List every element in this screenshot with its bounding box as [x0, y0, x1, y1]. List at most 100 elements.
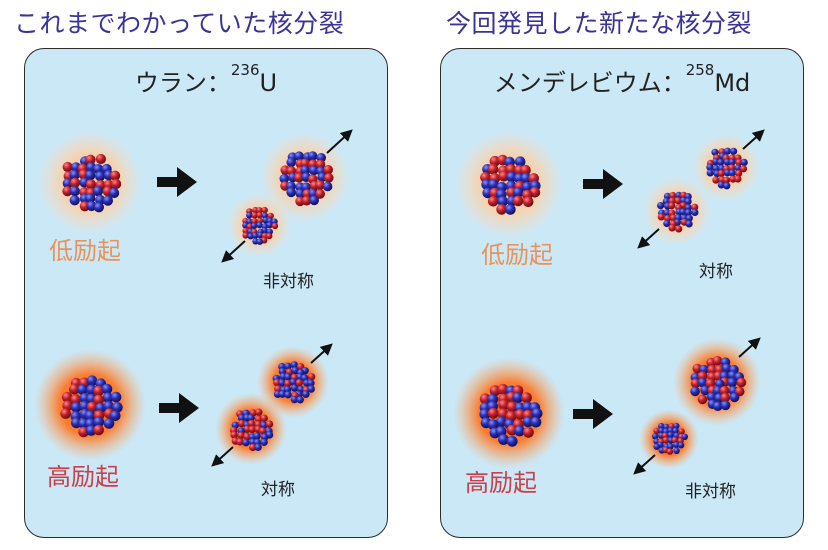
parent-nucleus-low	[62, 153, 122, 213]
nucleon	[254, 415, 263, 423]
nucleon	[668, 224, 676, 232]
element-symbol: Md	[714, 69, 751, 97]
nucleon	[713, 401, 723, 412]
nucleon	[77, 384, 88, 395]
nucleon	[672, 427, 679, 434]
nucleon	[284, 373, 292, 381]
nucleon	[62, 178, 73, 189]
nucleon	[315, 180, 325, 190]
nucleon	[230, 431, 238, 439]
fragment-1	[706, 147, 748, 190]
nucleon	[307, 373, 316, 381]
heading-known-fission: これまでわかっていた核分裂	[14, 9, 345, 38]
nucleon	[684, 197, 692, 205]
nucleon	[278, 379, 286, 387]
mass-number: 236	[230, 61, 260, 79]
label-result-low: 対称	[699, 262, 733, 282]
nucleon	[290, 395, 299, 404]
nucleon	[274, 385, 282, 393]
nucleon	[85, 170, 96, 181]
nucleon	[271, 222, 279, 230]
motion-arrow-icon	[738, 337, 761, 358]
nucleon	[62, 186, 73, 197]
nucleon	[653, 427, 660, 435]
nucleon	[697, 394, 708, 405]
nucleon	[294, 172, 304, 183]
nucleon	[252, 232, 259, 239]
nucleon	[256, 221, 263, 229]
nucleon	[248, 425, 256, 434]
nucleon	[261, 206, 268, 214]
nucleon	[722, 176, 731, 184]
nucleon	[266, 221, 273, 229]
nucleon	[302, 390, 310, 398]
nucleon	[70, 402, 82, 413]
nucleon	[730, 147, 738, 155]
nucleon	[657, 202, 665, 210]
nucleon	[706, 169, 714, 177]
nucleon	[309, 195, 320, 206]
nucleon	[506, 435, 518, 447]
nucleon	[290, 361, 298, 369]
nucleon	[498, 434, 509, 445]
nucleon	[521, 392, 532, 403]
nucleon	[251, 218, 258, 225]
nucleon	[711, 148, 719, 156]
nucleon	[653, 443, 660, 450]
nucleon	[323, 165, 334, 175]
nucleon	[289, 378, 298, 386]
arrow-icon	[157, 167, 197, 197]
nucleon	[260, 414, 268, 422]
nucleon	[251, 212, 258, 219]
nucleon	[110, 410, 121, 422]
nucleon	[93, 202, 104, 213]
nucleon	[496, 204, 507, 215]
nucleon	[706, 163, 714, 171]
nucleon	[505, 164, 517, 175]
parent-nucleus-high	[60, 375, 123, 438]
nucleus-name: ウラン：	[134, 69, 231, 97]
nucleon	[296, 396, 304, 404]
nucleon	[723, 147, 732, 155]
nucleon	[520, 164, 531, 176]
nucleon	[717, 169, 725, 177]
nucleon	[253, 432, 261, 440]
nucleon	[110, 170, 121, 181]
fragment-heavy	[279, 151, 334, 207]
nucleon	[261, 212, 269, 219]
element-symbol: U	[259, 69, 278, 97]
nucleon	[86, 375, 98, 387]
nucleon	[246, 218, 253, 225]
nucleon	[236, 438, 244, 446]
nucleon	[324, 173, 334, 183]
nucleon	[668, 202, 676, 210]
nucleon	[95, 171, 106, 182]
nucleon	[109, 187, 120, 199]
nucleon	[700, 385, 710, 396]
nucleon	[286, 187, 297, 198]
nucleon	[101, 383, 113, 395]
nucleon	[673, 422, 680, 430]
nucleon	[92, 186, 104, 197]
nucleon	[657, 213, 665, 221]
fragment-2	[657, 191, 699, 233]
nucleon	[307, 379, 315, 387]
nucleon	[685, 214, 693, 222]
nucleon	[278, 390, 286, 398]
nucleon	[246, 212, 253, 219]
nucleon	[86, 401, 98, 413]
panel-title-uranium: ウラン：236U	[25, 61, 387, 98]
nucleon	[673, 447, 680, 454]
parent-nucleus-high	[479, 383, 543, 447]
nucleon	[719, 385, 730, 396]
nucleon	[479, 408, 491, 420]
label-low-excitation: 低励起	[49, 237, 121, 265]
nucleon	[671, 436, 679, 444]
nucleon	[717, 158, 725, 166]
nucleon	[256, 212, 263, 219]
nucleon	[667, 431, 674, 439]
nucleon	[69, 169, 80, 180]
nucleon	[663, 219, 671, 228]
nucleon	[300, 165, 311, 175]
nucleon	[498, 399, 510, 411]
